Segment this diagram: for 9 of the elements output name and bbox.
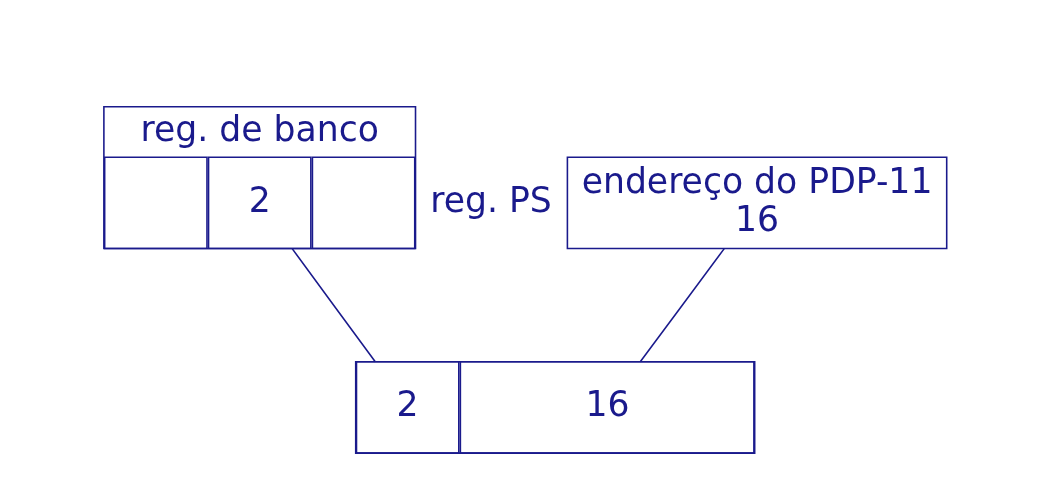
connector — [639, 247, 726, 363]
node-box: 2 — [207, 156, 312, 250]
node-box — [311, 156, 416, 250]
node-box: 16 — [459, 361, 756, 454]
node-box: endereço do PDP-11 16 — [566, 156, 948, 250]
node-box — [103, 156, 208, 250]
connector — [291, 247, 377, 363]
node-box: 2 — [355, 361, 460, 454]
node-label: reg. PS — [430, 179, 552, 220]
